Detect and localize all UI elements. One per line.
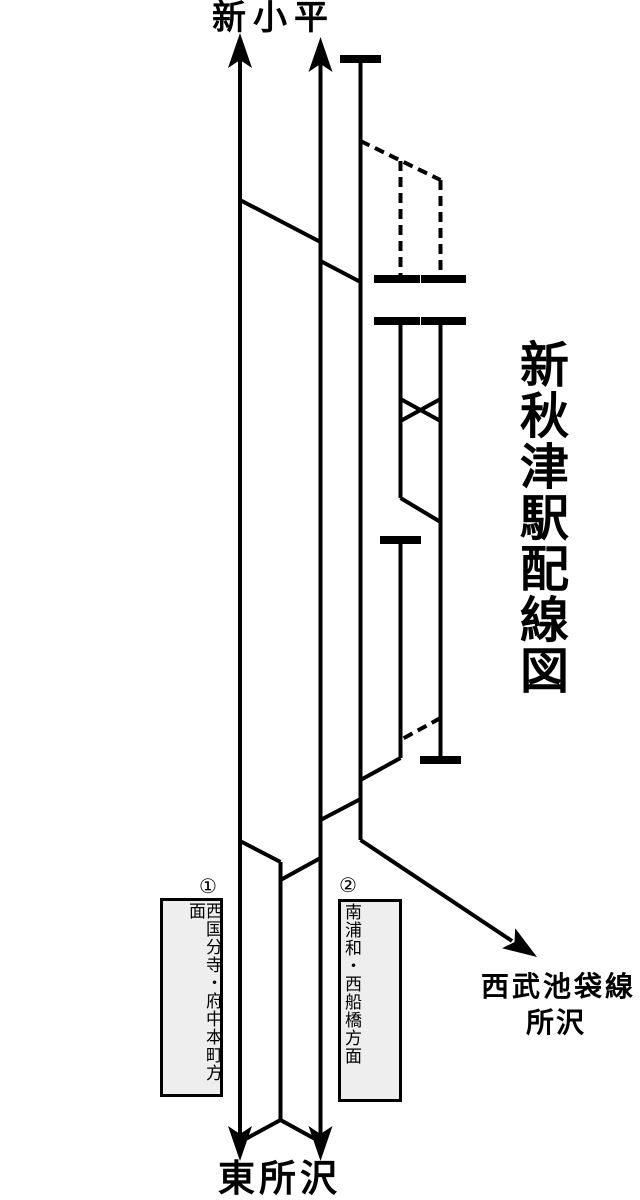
track-main-east xyxy=(308,37,333,1161)
arrow-seibu-icon xyxy=(502,928,537,957)
track-yard-west xyxy=(359,317,442,782)
platform-2-number: ② xyxy=(339,873,357,897)
diagram-title: 新秋津駅配線図 xyxy=(512,339,569,696)
track-seibu-connection xyxy=(359,838,537,957)
arrow-down-west-icon xyxy=(228,1126,252,1161)
arrow-up-east-icon xyxy=(308,37,333,72)
top-station-label: 新小平 xyxy=(212,0,335,38)
bottom-station-label: 東所沢 xyxy=(218,1157,341,1200)
platform-1-destination: 西国分寺・府中本町方面 xyxy=(185,902,222,1082)
buffer-stop-disused-east xyxy=(421,275,466,283)
junction-upper xyxy=(239,198,362,284)
seibu-line-label: 西武池袋線 xyxy=(481,970,637,1003)
platform-1-box: 西国分寺・府中本町方面 xyxy=(160,898,223,1097)
track-main-west xyxy=(228,33,252,1161)
track-disused-lower xyxy=(399,716,442,742)
buffer-stop-top xyxy=(340,55,381,63)
platform-2-destination: 南浦和・西船橋方面 xyxy=(341,903,361,1065)
platform-1-number: ① xyxy=(199,874,217,898)
arrow-down-east-icon xyxy=(308,1126,333,1161)
track-center xyxy=(239,839,322,1144)
seibu-station-label: 所沢 xyxy=(526,1006,587,1039)
buffer-stop-yard-east-top xyxy=(421,317,466,325)
platform-2-box: 南浦和・西船橋方面 xyxy=(338,899,402,1102)
track-siding xyxy=(340,55,381,840)
track-disused-upper xyxy=(359,139,466,283)
track-yard-east xyxy=(420,317,466,764)
arrow-up-west-icon xyxy=(228,33,252,68)
buffer-stop-yard-west-mid xyxy=(380,536,421,544)
junction-siding-east-main xyxy=(319,797,362,822)
buffer-stop-disused-west xyxy=(374,275,420,283)
crossover xyxy=(399,397,442,423)
buffer-stop-yard-east-bottom xyxy=(420,756,461,764)
buffer-stop-yard-west-top xyxy=(374,317,420,325)
